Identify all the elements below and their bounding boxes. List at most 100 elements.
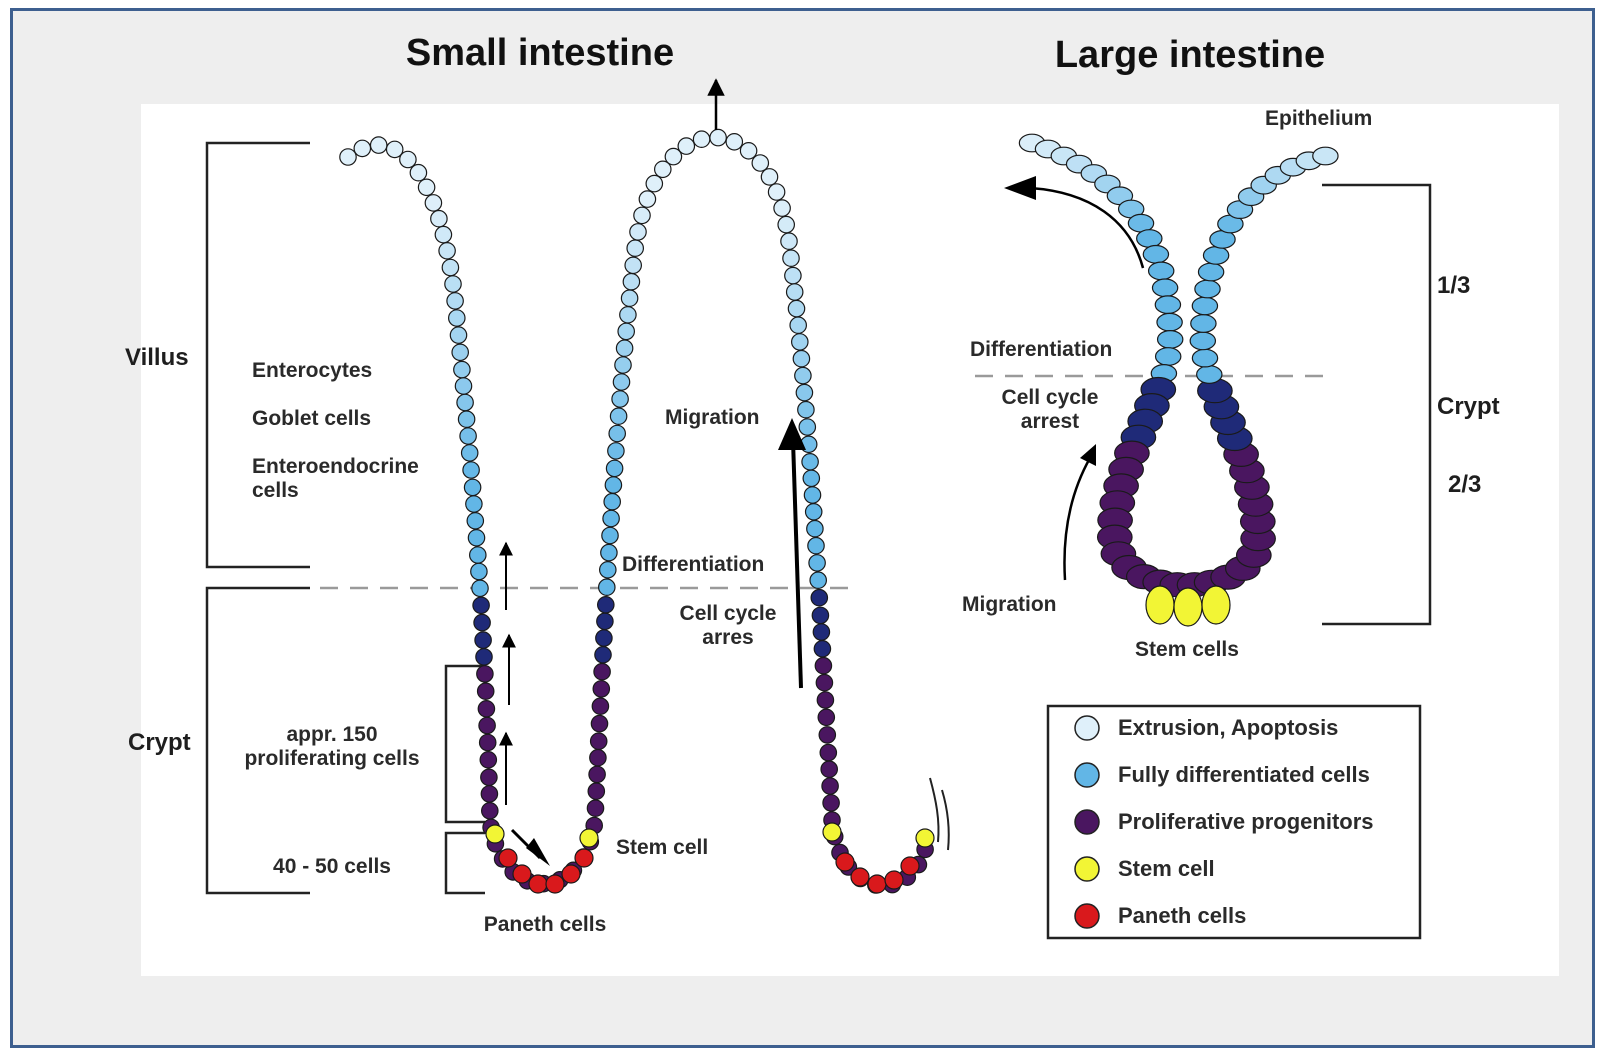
cell: [820, 744, 836, 760]
cell: [808, 538, 824, 554]
cell: [454, 361, 470, 377]
cell: [868, 875, 886, 893]
cell: [435, 226, 451, 242]
legend-item: Fully differentiated cells: [1075, 762, 1370, 787]
cell: [431, 211, 447, 227]
cell: [804, 487, 820, 503]
cell: [810, 572, 826, 588]
cell: [823, 823, 841, 841]
cell: [1195, 280, 1220, 298]
large-cell-cycle-label: Cell cycle: [1002, 386, 1099, 409]
cell: [639, 191, 655, 207]
cell: [851, 868, 869, 886]
cell: [634, 207, 650, 223]
cell: [610, 408, 626, 424]
cell: [1192, 297, 1217, 315]
cell: [604, 494, 620, 510]
cell: [710, 129, 726, 145]
cell: [778, 216, 794, 232]
cell: [621, 290, 637, 306]
legend-label: Proliferative progenitors: [1118, 809, 1374, 834]
cell: [790, 317, 806, 333]
paneth-arrow-head: [526, 838, 550, 866]
large-cell-cycle-label: arrest: [1021, 410, 1079, 433]
cell: [618, 323, 634, 339]
cell: [600, 562, 616, 578]
cell: [575, 849, 593, 867]
cell: [462, 445, 478, 461]
cell: [1203, 247, 1228, 265]
crypt-label: Crypt: [128, 729, 191, 756]
cell: [612, 391, 628, 407]
cell: [774, 200, 790, 216]
stem-count-label: 40 - 50 cells: [273, 855, 391, 878]
cell-type-label: cells: [252, 479, 299, 502]
large-differentiation-label: Differentiation: [970, 338, 1112, 361]
cell: [592, 698, 608, 714]
cell: [781, 233, 797, 249]
cell: [821, 761, 837, 777]
proliferating-label: appr. 150: [286, 723, 377, 746]
cell: [1146, 586, 1174, 624]
cell: [458, 411, 474, 427]
large-migration-label: Migration: [962, 593, 1057, 616]
cell: [482, 803, 498, 819]
cell: [822, 778, 838, 794]
cell: [901, 857, 919, 875]
cell: [1191, 315, 1216, 333]
cell: [481, 769, 497, 785]
cell: [602, 527, 618, 543]
cell: [594, 664, 610, 680]
cell: [442, 259, 458, 275]
cell: [452, 344, 468, 360]
stem-cells-label: Stem cells: [1135, 638, 1239, 661]
cell: [1174, 588, 1202, 626]
cell: [836, 853, 854, 871]
cell: [591, 733, 607, 749]
migration-arrow: [793, 440, 801, 688]
cell-type-label: Goblet cells: [252, 407, 371, 430]
cell: [590, 750, 606, 766]
legend-swatch: [1075, 904, 1099, 928]
cell: [467, 513, 483, 529]
cell: [418, 179, 434, 195]
legend-swatch: [1075, 810, 1099, 834]
cell: [477, 666, 493, 682]
cell: [605, 477, 621, 493]
cell: [340, 149, 356, 165]
cell: [819, 727, 835, 743]
cell: [768, 184, 784, 200]
cell: [479, 717, 495, 733]
cell: [802, 454, 818, 470]
large-intestine-title: Large intestine: [1055, 34, 1325, 76]
proliferating-label: proliferating cells: [244, 747, 419, 770]
cell: [472, 580, 488, 596]
legend-swatch: [1075, 763, 1099, 787]
cell: [449, 310, 465, 326]
cell: [1156, 348, 1181, 366]
cell: [616, 340, 632, 356]
cell: [1137, 230, 1162, 248]
legend-swatch: [1075, 716, 1099, 740]
cell-type-label: Enteroendocrine: [252, 455, 419, 478]
paneth-label: Paneth cells: [484, 913, 607, 936]
cell: [1197, 366, 1222, 384]
fraction-top-label: 1/3: [1437, 272, 1470, 299]
cell: [1158, 331, 1183, 349]
large-crypt-bracket: [1322, 185, 1430, 624]
cell: [693, 131, 709, 147]
cell: [1313, 147, 1338, 165]
cell: [481, 786, 497, 802]
cell: [603, 510, 619, 526]
cell: [562, 865, 580, 883]
cell: [546, 875, 564, 893]
cell: [473, 597, 489, 613]
cell: [529, 875, 547, 893]
cell: [803, 470, 819, 486]
cell: [450, 327, 466, 343]
cell: [589, 766, 605, 782]
cell: [812, 607, 828, 623]
migration-label: Migration: [665, 406, 760, 429]
cell: [799, 419, 815, 435]
